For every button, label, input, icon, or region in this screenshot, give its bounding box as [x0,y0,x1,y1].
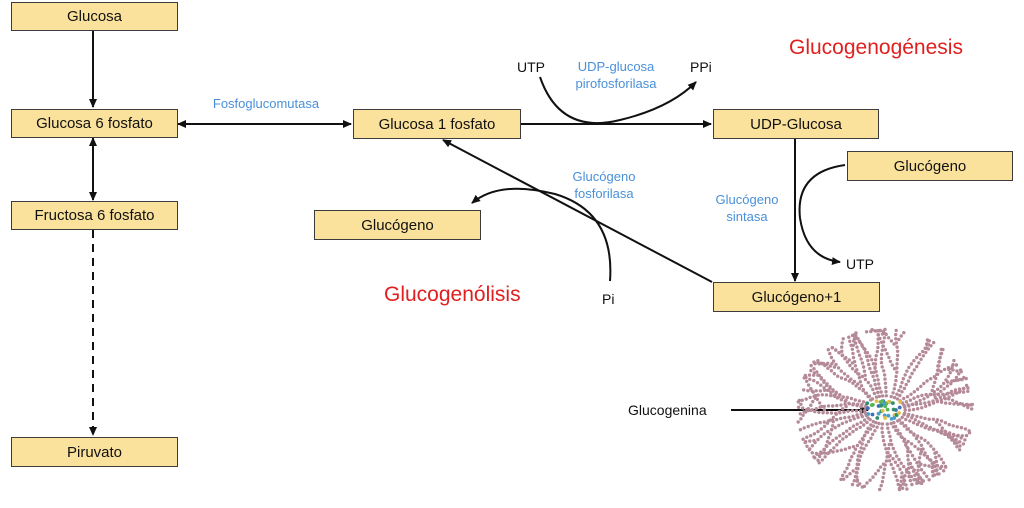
node-glucosa: Glucosa [11,2,178,31]
enzyme-glucogeno-sintasa: Glucógeno sintasa [706,191,788,225]
arrow-utp-to-ppi [539,76,697,125]
molecule-pi: Pi [602,291,615,307]
enzyme-udp-glucosa-pirofosforilasa: UDP-glucosa pirofosforilasa [556,58,676,92]
node-udp-glucosa-label: UDP-Glucosa [750,115,842,133]
molecule-utp-top: UTP [517,59,545,75]
molecule-glucogenina: Glucogenina [628,402,707,418]
molecule-utp-right: UTP [846,256,874,272]
node-glucogeno-plus-1: Glucógeno+1 [713,282,880,312]
enzyme-sintasa-line2: sintasa [726,209,768,224]
node-glucogeno-plus-1-label: Glucógeno+1 [751,288,842,306]
arrow-glucogeno1-to-g1p [442,139,713,283]
enzyme-sintasa-line1: Glucógeno [715,192,779,207]
node-fructosa-6-fosfato-label: Fructosa 6 fosfato [34,207,155,224]
enzyme-fosforilasa-line2: fosforilasa [574,186,634,201]
node-glucosa-1-fosfato: Glucosa 1 fosfato [353,109,521,139]
node-glucosa-1-fosfato-label: Glucosa 1 fosfato [378,115,496,133]
title-glucogenogenesis: Glucogenogénesis [789,36,963,59]
node-glucogeno-right: Glucógeno [847,151,1013,181]
enzyme-fosforilasa-line1: Glucógeno [572,169,636,184]
node-piruvato-label: Piruvato [66,443,123,461]
node-piruvato: Piruvato [11,437,178,467]
node-udp-glucosa: UDP-Glucosa [713,109,879,139]
enzyme-udp-line1: UDP-glucosa [577,59,655,74]
arrow-glucogeno-to-utp [798,164,846,266]
enzyme-udp-line2: pirofosforilasa [575,76,657,91]
enzyme-glucogeno-fosforilasa: Glucógeno fosforilasa [549,168,659,202]
molecule-ppi: PPi [690,59,712,75]
glycogen-particle-image [796,327,974,492]
node-fructosa-6-fosfato: Fructosa 6 fosfato [11,201,178,230]
node-glucogeno-left: Glucógeno [314,210,481,240]
node-glucosa-6-fosfato: Glucosa 6 fosfato [11,109,178,138]
node-glucosa-label: Glucosa [66,8,123,25]
enzyme-fosfoglucomutasa: Fosfoglucomutasa [212,96,320,111]
arrow-pi-to-glucogeno [471,187,612,282]
node-glucogeno-left-label: Glucógeno [361,216,434,234]
node-glucogeno-right-label: Glucógeno [893,157,967,175]
node-glucosa-6-fosfato-label: Glucosa 6 fosfato [36,115,153,132]
title-glucogenolisis: Glucogenólisis [384,283,521,306]
